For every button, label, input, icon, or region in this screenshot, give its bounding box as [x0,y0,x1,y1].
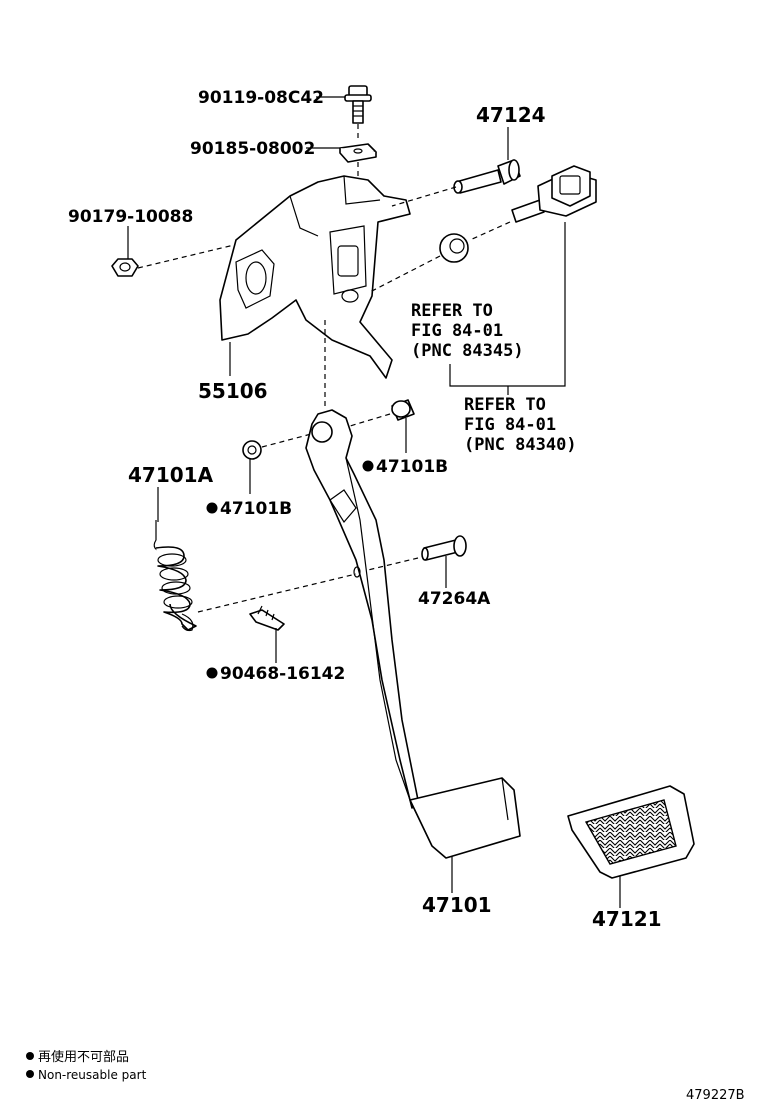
label-washer: 90185-08002 [190,139,315,159]
label-pin-47264A: 47264A [418,589,491,609]
label-refer1-line3: (PNC 84345) [411,341,524,361]
dash-bushing-left [261,432,316,448]
dash-cushion-bracket [369,255,441,293]
return-spring-47101A[interactable] [153,520,197,632]
label-pin-47124: 47124 [476,103,546,127]
dash-bushing-right [349,413,391,427]
label-refer1-line2: FIG 84-01 [411,321,503,341]
label-bushing-right: 47101B [376,457,448,477]
brake-pedal-arm-47101[interactable] [305,409,521,859]
label-bolt: 90119-08C42 [198,88,324,108]
dash-switch-cushion [469,221,511,241]
label-refer1-line1: REFER TO [411,301,493,321]
label-spring: 47101A [128,463,214,487]
label-refer2-line1: REFER TO [464,395,546,415]
label-pedal: 47101 [422,893,492,917]
nut-90179[interactable] [111,258,139,277]
legend-en: Non-reusable part [38,1068,147,1082]
bullet-bushing-left [206,502,218,514]
label-nut: 90179-10088 [68,207,193,227]
clip-90468[interactable] [249,605,285,631]
bushing-right-47101B[interactable] [391,399,415,421]
pin-47124[interactable] [453,159,521,194]
dash-spring-pedal [197,573,357,613]
dash-nut-bracket [137,227,306,269]
label-bushing-left: 47101B [220,499,292,519]
bracket-55106[interactable] [219,175,411,379]
label-refer2-line3: (PNC 84340) [464,435,577,455]
pedal-pad-47121[interactable] [567,785,695,879]
washer-90185[interactable] [339,143,377,163]
label-bracket: 55106 [198,379,268,403]
bushing-left-47101B[interactable] [242,440,262,460]
pin-47264A[interactable] [421,535,467,561]
label-pad: 47121 [592,907,662,931]
label-refer2-line2: FIG 84-01 [464,415,556,435]
legend-bullet-jp [26,1052,34,1060]
bolt-90119[interactable] [344,85,372,124]
figure-number: 479227B [686,1088,745,1103]
pedal-cushion[interactable] [439,233,469,263]
dash-pin-bracket [391,186,457,207]
label-clip: 90468-16142 [220,664,345,684]
bullet-clip [206,667,218,679]
legend-bullet-en [26,1070,34,1078]
bullet-bushing-right [362,460,374,472]
legend-jp: 再使用不可部品 [38,1049,129,1065]
stop-lamp-switch[interactable] [511,165,597,223]
